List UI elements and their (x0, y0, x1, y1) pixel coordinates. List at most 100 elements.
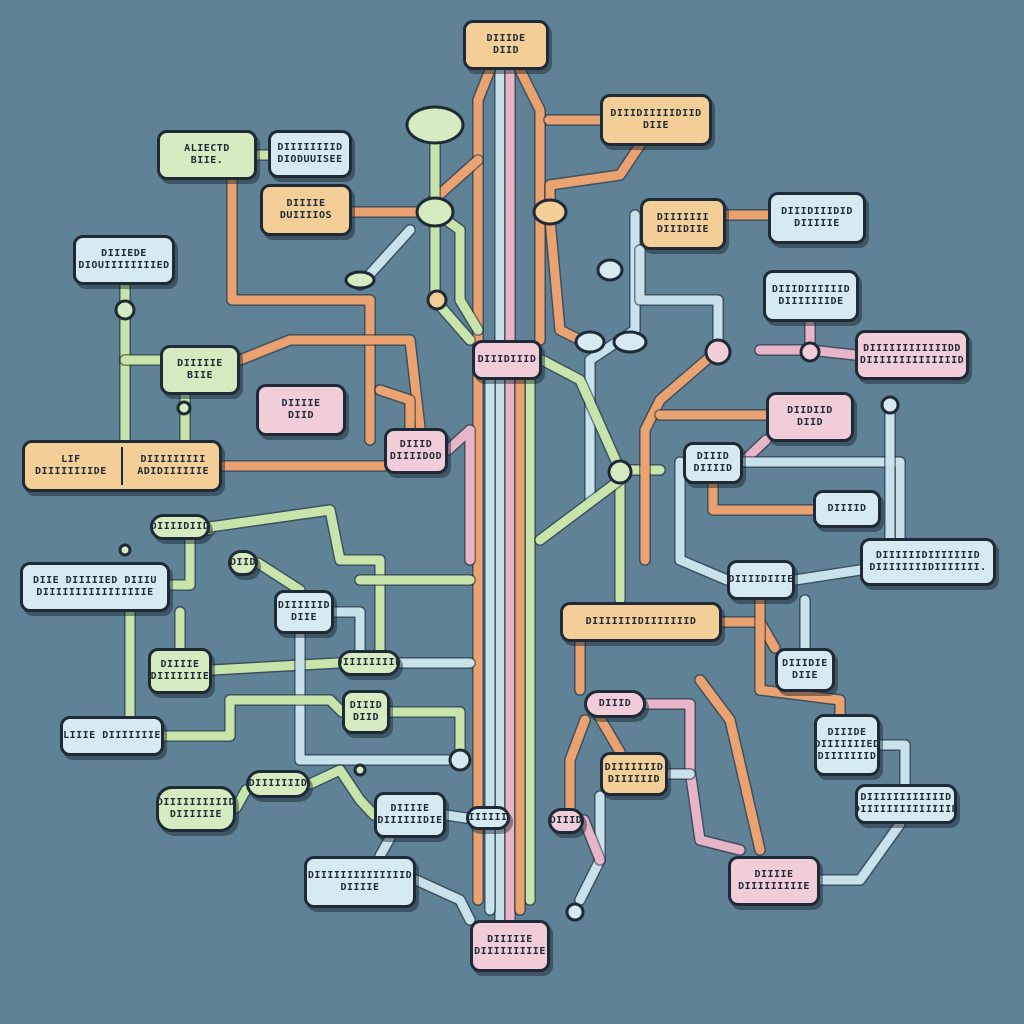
node-mid-left-green-line1: DIIIIIE (177, 358, 223, 369)
node-upper-right-peach-line1: DIIIDIIIIIDIID (610, 108, 702, 119)
node-left-blue-bottom-line1: LIIIE DIIIIIIIE (63, 730, 161, 741)
node-blue-small-bottom-line1: DIIIIE (390, 803, 430, 814)
wire-outline (158, 694, 348, 742)
node-mid-pink-center-line1: DIIID (399, 439, 433, 450)
node-center-blue-tiny[interactable]: DIIIIIID (466, 806, 510, 830)
connector-wire (535, 475, 625, 545)
node-center-blue-small[interactable]: DIIIIIID DIIE (274, 590, 334, 634)
connector-wire (640, 345, 723, 565)
node-left-green-mid[interactable]: DIIIIE DIIIIIIIE (148, 648, 212, 694)
node-upper-right-peach[interactable]: DIIIDIIIIIDIID DIIE (600, 94, 712, 146)
node-bottom-root[interactable]: DIIIIIE DIIIIIIIIIE (470, 920, 550, 972)
node-right-blue-label[interactable]: DIIIDIE DIIE (775, 648, 835, 692)
connector-wire (253, 558, 305, 595)
node-top-left-green[interactable]: ALIECTD BIIE. (157, 130, 257, 180)
node-center-pink-small-line1: DIIID (598, 698, 632, 709)
junction-node (448, 748, 472, 772)
node-right-blue-bottom[interactable]: DIIIIIIIIIIIID DIIIIIIIIIIIIIID (855, 784, 957, 824)
connector-wire (235, 335, 425, 433)
connector-wire (329, 607, 365, 655)
node-bottom-pink-right[interactable]: DIIIIE DIIIIIIIIIE (728, 856, 820, 906)
node-top-root[interactable]: DIIIDE DIID (463, 20, 549, 70)
node-mid-right-blue-line2: DIIIID (693, 463, 733, 474)
connector-wire (875, 740, 910, 789)
junction-node (574, 330, 606, 354)
node-mid-pink-center[interactable]: DIIID DIIIIDOD (384, 428, 448, 474)
wire-outline (384, 706, 466, 766)
node-top-left-blue[interactable]: DIIIIIIIID DIODUUISEE (268, 130, 352, 178)
junction-node (344, 270, 376, 290)
node-right-blue-label-line2: DIIE (791, 670, 819, 681)
node-upper-right-peach-line2: DIIE (642, 120, 670, 131)
junction-node (596, 258, 624, 282)
wire-outline (346, 154, 484, 218)
node-left-blue-wide-line2: DIIIIIIIIIIIIIIIIE (36, 587, 154, 598)
node-left-green-bottom-line2: DIIIIIIE (169, 809, 223, 820)
node-right-blue-conn[interactable]: DIIIIDIIIE (727, 560, 795, 600)
node-center-green-tiny-line1: DIIID (349, 700, 383, 711)
node-mid-pink-small-line2: DIID (287, 410, 315, 421)
node-left-blue-bottom[interactable]: LIIIE DIIIIIIIE (60, 716, 164, 756)
node-center-hub[interactable]: DIIIDIIID (472, 340, 542, 380)
node-center-green-small[interactable]: DIIIIIIIID (338, 650, 400, 676)
node-mid-left-green[interactable]: DIIIIIE BIIE (160, 345, 240, 395)
node-blue-small-bottom[interactable]: DIIIIE DIIIIIIDIE (374, 792, 446, 838)
node-right-blue-stack[interactable]: DIIIDE DIIIIIIIED DIIIIIIID (814, 714, 880, 776)
node-right-blue-second[interactable]: DIIIDIIIIIID DIIIIIIIDE (763, 270, 859, 322)
node-right-blue-small[interactable]: DIIIID (813, 490, 881, 528)
node-right-blue-wide[interactable]: DIIIIIIDIIIIIIID DIIIIIIIIDIIIIIII. (860, 538, 996, 586)
node-right-blue-top[interactable]: DIIIDIIIDID DIIIIIE (768, 192, 866, 244)
junction-node (176, 400, 192, 416)
node-left-blue-wide-line1: DIIE DIIIIIED DIIIU (33, 575, 157, 586)
connector-wire (675, 457, 732, 585)
connector-wire (755, 595, 845, 719)
node-left-split-peach[interactable]: LIF DIIIIIIIIDE DIIIIIIIII ADIDIIIIIIE (22, 440, 222, 492)
node-bottom-pink-right-line2: DIIIIIIIIIE (738, 881, 810, 892)
connector-wire (695, 675, 765, 855)
node-center-pink-small[interactable]: DIIID (584, 690, 646, 718)
junction-node (118, 543, 132, 557)
connector-wire (231, 785, 251, 813)
node-center-pink-tiny-line1: DIIID (549, 815, 583, 826)
connector-wire (295, 629, 465, 765)
node-center-peach-small[interactable]: DIIIIIIID DIIIIIID (600, 752, 668, 796)
node-left-split-peach-left1: LIF (61, 454, 81, 465)
node-center-green-tiny[interactable]: DIIID DIID (342, 690, 390, 734)
node-left-blue-wide[interactable]: DIIE DIIIIIED DIIIU DIIIIIIIIIIIIIIIIE (20, 562, 170, 612)
node-left-green-mid-line2: DIIIIIIIE (150, 671, 210, 682)
junction-node (607, 459, 633, 485)
connector-wire (473, 65, 495, 905)
junction-node (704, 338, 732, 366)
node-top-left-green-line2: BIIE. (190, 155, 224, 166)
node-center-peach-small-line2: DIIIIIID (607, 774, 661, 785)
connector-wire (790, 565, 865, 585)
connector-wire (347, 155, 483, 217)
connector-wire (375, 385, 415, 433)
node-left-blue-top-line1: DIIIEDE (101, 248, 147, 259)
node-right-blue-small-line1: DIIIID (827, 503, 867, 514)
node-green-label-small[interactable]: DIIIIDIID (150, 514, 210, 540)
node-right-pink-mid[interactable]: DIIDIID DIID (766, 392, 854, 442)
node-mid-left-green-line2: BIIE (186, 370, 214, 381)
node-mid-pink-small[interactable]: DIIIIE DIID (256, 384, 346, 436)
node-center-peach-wide[interactable]: DIIIIIIIDIIIIIIID (560, 602, 722, 642)
node-bottom-left-blue[interactable]: DIIIIIIIIIIIIIID DIIIIE (304, 856, 416, 908)
node-left-blue-top[interactable]: DIIIEDE DIOUIIIIIIIIED (73, 235, 175, 285)
connector-wire (635, 245, 723, 355)
node-mid-right-blue[interactable]: DIIID DIIIID (683, 442, 743, 484)
node-right-blue-label-line1: DIIIDIE (782, 658, 828, 669)
connector-wire (305, 765, 379, 820)
node-upper-left-peach[interactable]: DIIIIE DUIIIIOS (260, 184, 352, 236)
connector-wire (579, 815, 605, 865)
node-right-pink-top[interactable]: DIIIIIIIIIIIIDD DIIIIIIIIIIIIIID (855, 330, 969, 380)
junction-node (565, 902, 585, 922)
node-upper-left-peach-line1: DIIIIE (286, 198, 326, 209)
node-right-peach-small[interactable]: DIIIIIII DIIIDIIE (640, 198, 726, 250)
node-right-blue-bottom-line2: DIIIIIIIIIIIIIID (855, 804, 957, 815)
node-right-blue-stack-line3: DIIIIIIID (817, 751, 877, 762)
node-green-bubble[interactable]: DIID (228, 550, 258, 576)
node-left-green-bottom[interactable]: DIIIIIIIIIID DIIIIIIE (156, 786, 236, 832)
node-green-blob-label[interactable]: DIIIIIIID (246, 770, 310, 798)
node-center-pink-tiny[interactable]: DIIID (548, 808, 584, 834)
connector-wire (375, 833, 395, 861)
